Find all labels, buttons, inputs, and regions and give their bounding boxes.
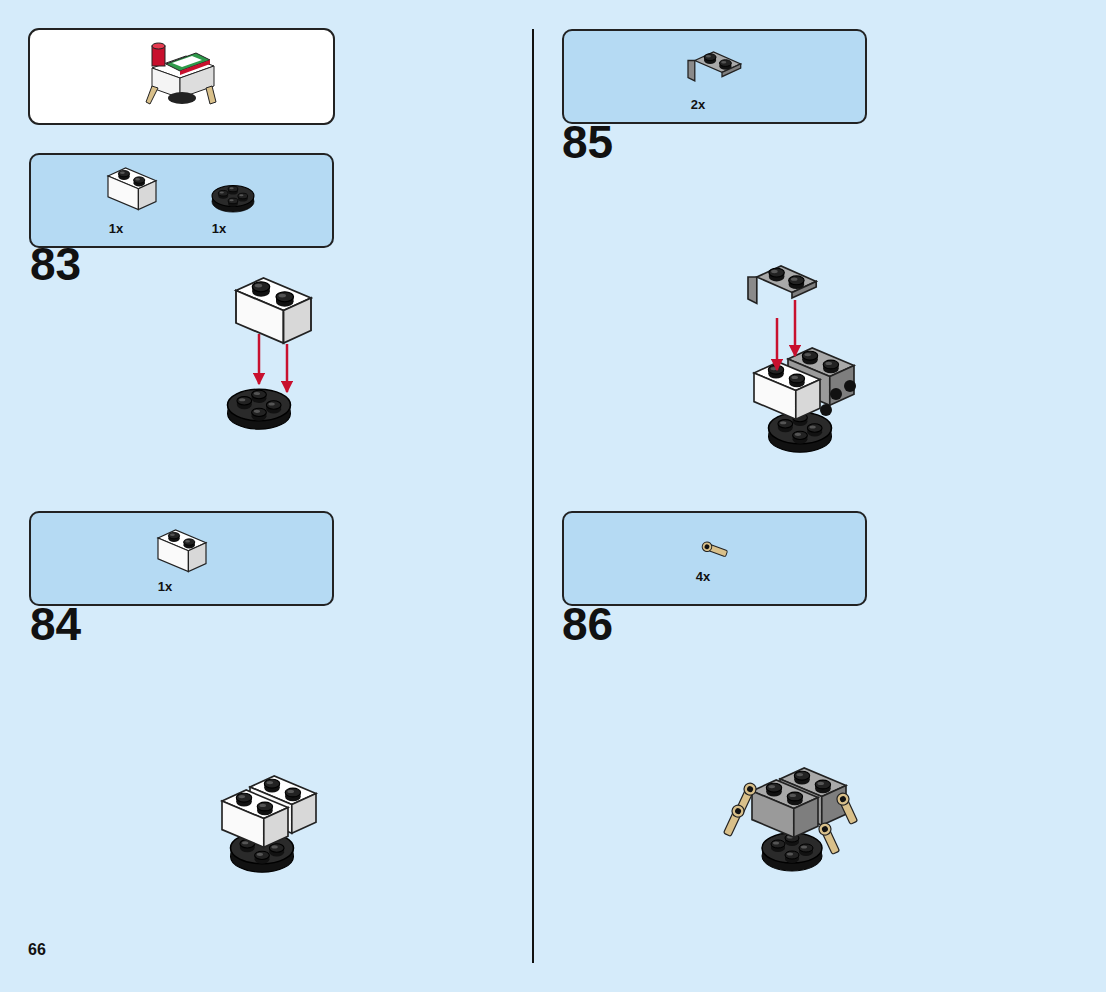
- part-quantity: 1x: [109, 221, 123, 236]
- part-quantity: 4x: [696, 569, 710, 584]
- parts-callout: 1x: [29, 511, 334, 606]
- part-quantity: 2x: [691, 97, 705, 112]
- step-number: 83: [30, 241, 81, 287]
- parts-callout: 1x 1x: [29, 153, 334, 248]
- step-number: 86: [562, 601, 613, 647]
- step-number: 84: [30, 601, 81, 647]
- parts-callout: 4x: [562, 511, 867, 606]
- part-quantity: 1x: [212, 221, 226, 236]
- step-number: 85: [562, 119, 613, 165]
- page-number: 66: [28, 942, 46, 958]
- parts-callout: 2x: [562, 29, 867, 124]
- part-quantity: 1x: [158, 579, 172, 594]
